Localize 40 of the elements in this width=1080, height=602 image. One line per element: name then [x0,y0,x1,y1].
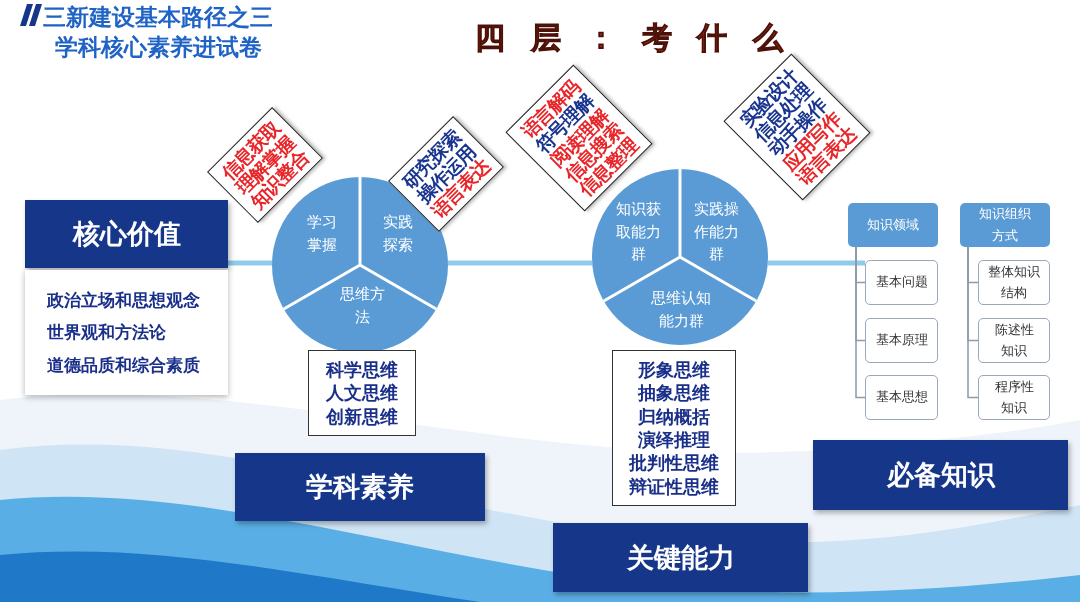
title-bar: 关键能力 [553,523,808,592]
segment-label: 知识获取能力群 [614,198,662,266]
list-item: 批判性思维 [629,451,719,475]
list-item: 科学思维 [326,357,398,382]
list-item: 世界观和方法论 [47,321,167,345]
tree-line [855,246,866,399]
list-item: 道德品质和综合素质 [47,353,201,377]
list-item: 归纳概括 [638,404,710,428]
item-card: 程序性知识 [978,375,1050,420]
list-item: 政治立场和思想观念 [47,289,201,313]
title-bar: 必备知识 [813,440,1068,510]
heading-label: 四层：考什么 [475,19,808,57]
list-card [25,270,228,395]
connector-band [448,260,593,266]
list-item: 人文思维 [326,381,398,405]
list-item: 抽象思维 [638,381,710,405]
item-card: 基本思想 [865,375,938,420]
segment-label: 学习掌握 [305,210,339,256]
category-header: 知识组织方式 [960,203,1050,247]
list-item: 创新思维 [326,404,398,429]
tree-line [967,246,979,399]
item-card: 基本问题 [865,260,938,305]
list-card [612,350,736,506]
connector-band [767,260,865,266]
segment-label: 实践操作能力群 [692,198,740,266]
title: 三新建设基本路径之三学科核心素养进试卷 [42,3,275,62]
list-card [308,350,416,436]
list-item: 形象思维 [638,357,710,382]
title-bar: 学科素养 [235,453,485,521]
connector-band [228,260,272,266]
list-item: 辩证性思维 [629,474,719,499]
item-card: 陈述性知识 [978,318,1050,363]
item-card: 基本原理 [865,318,938,363]
item-card: 整体知识结构 [978,260,1050,305]
segment-label: 实践探索 [381,210,415,256]
title-bar: 核心价值 [25,200,228,268]
category-header: 知识领域 [848,203,938,247]
segment-label: 思维认知能力群 [649,286,713,332]
segment-label: 思维方法 [338,282,386,328]
list-item: 演绎推理 [638,428,710,452]
